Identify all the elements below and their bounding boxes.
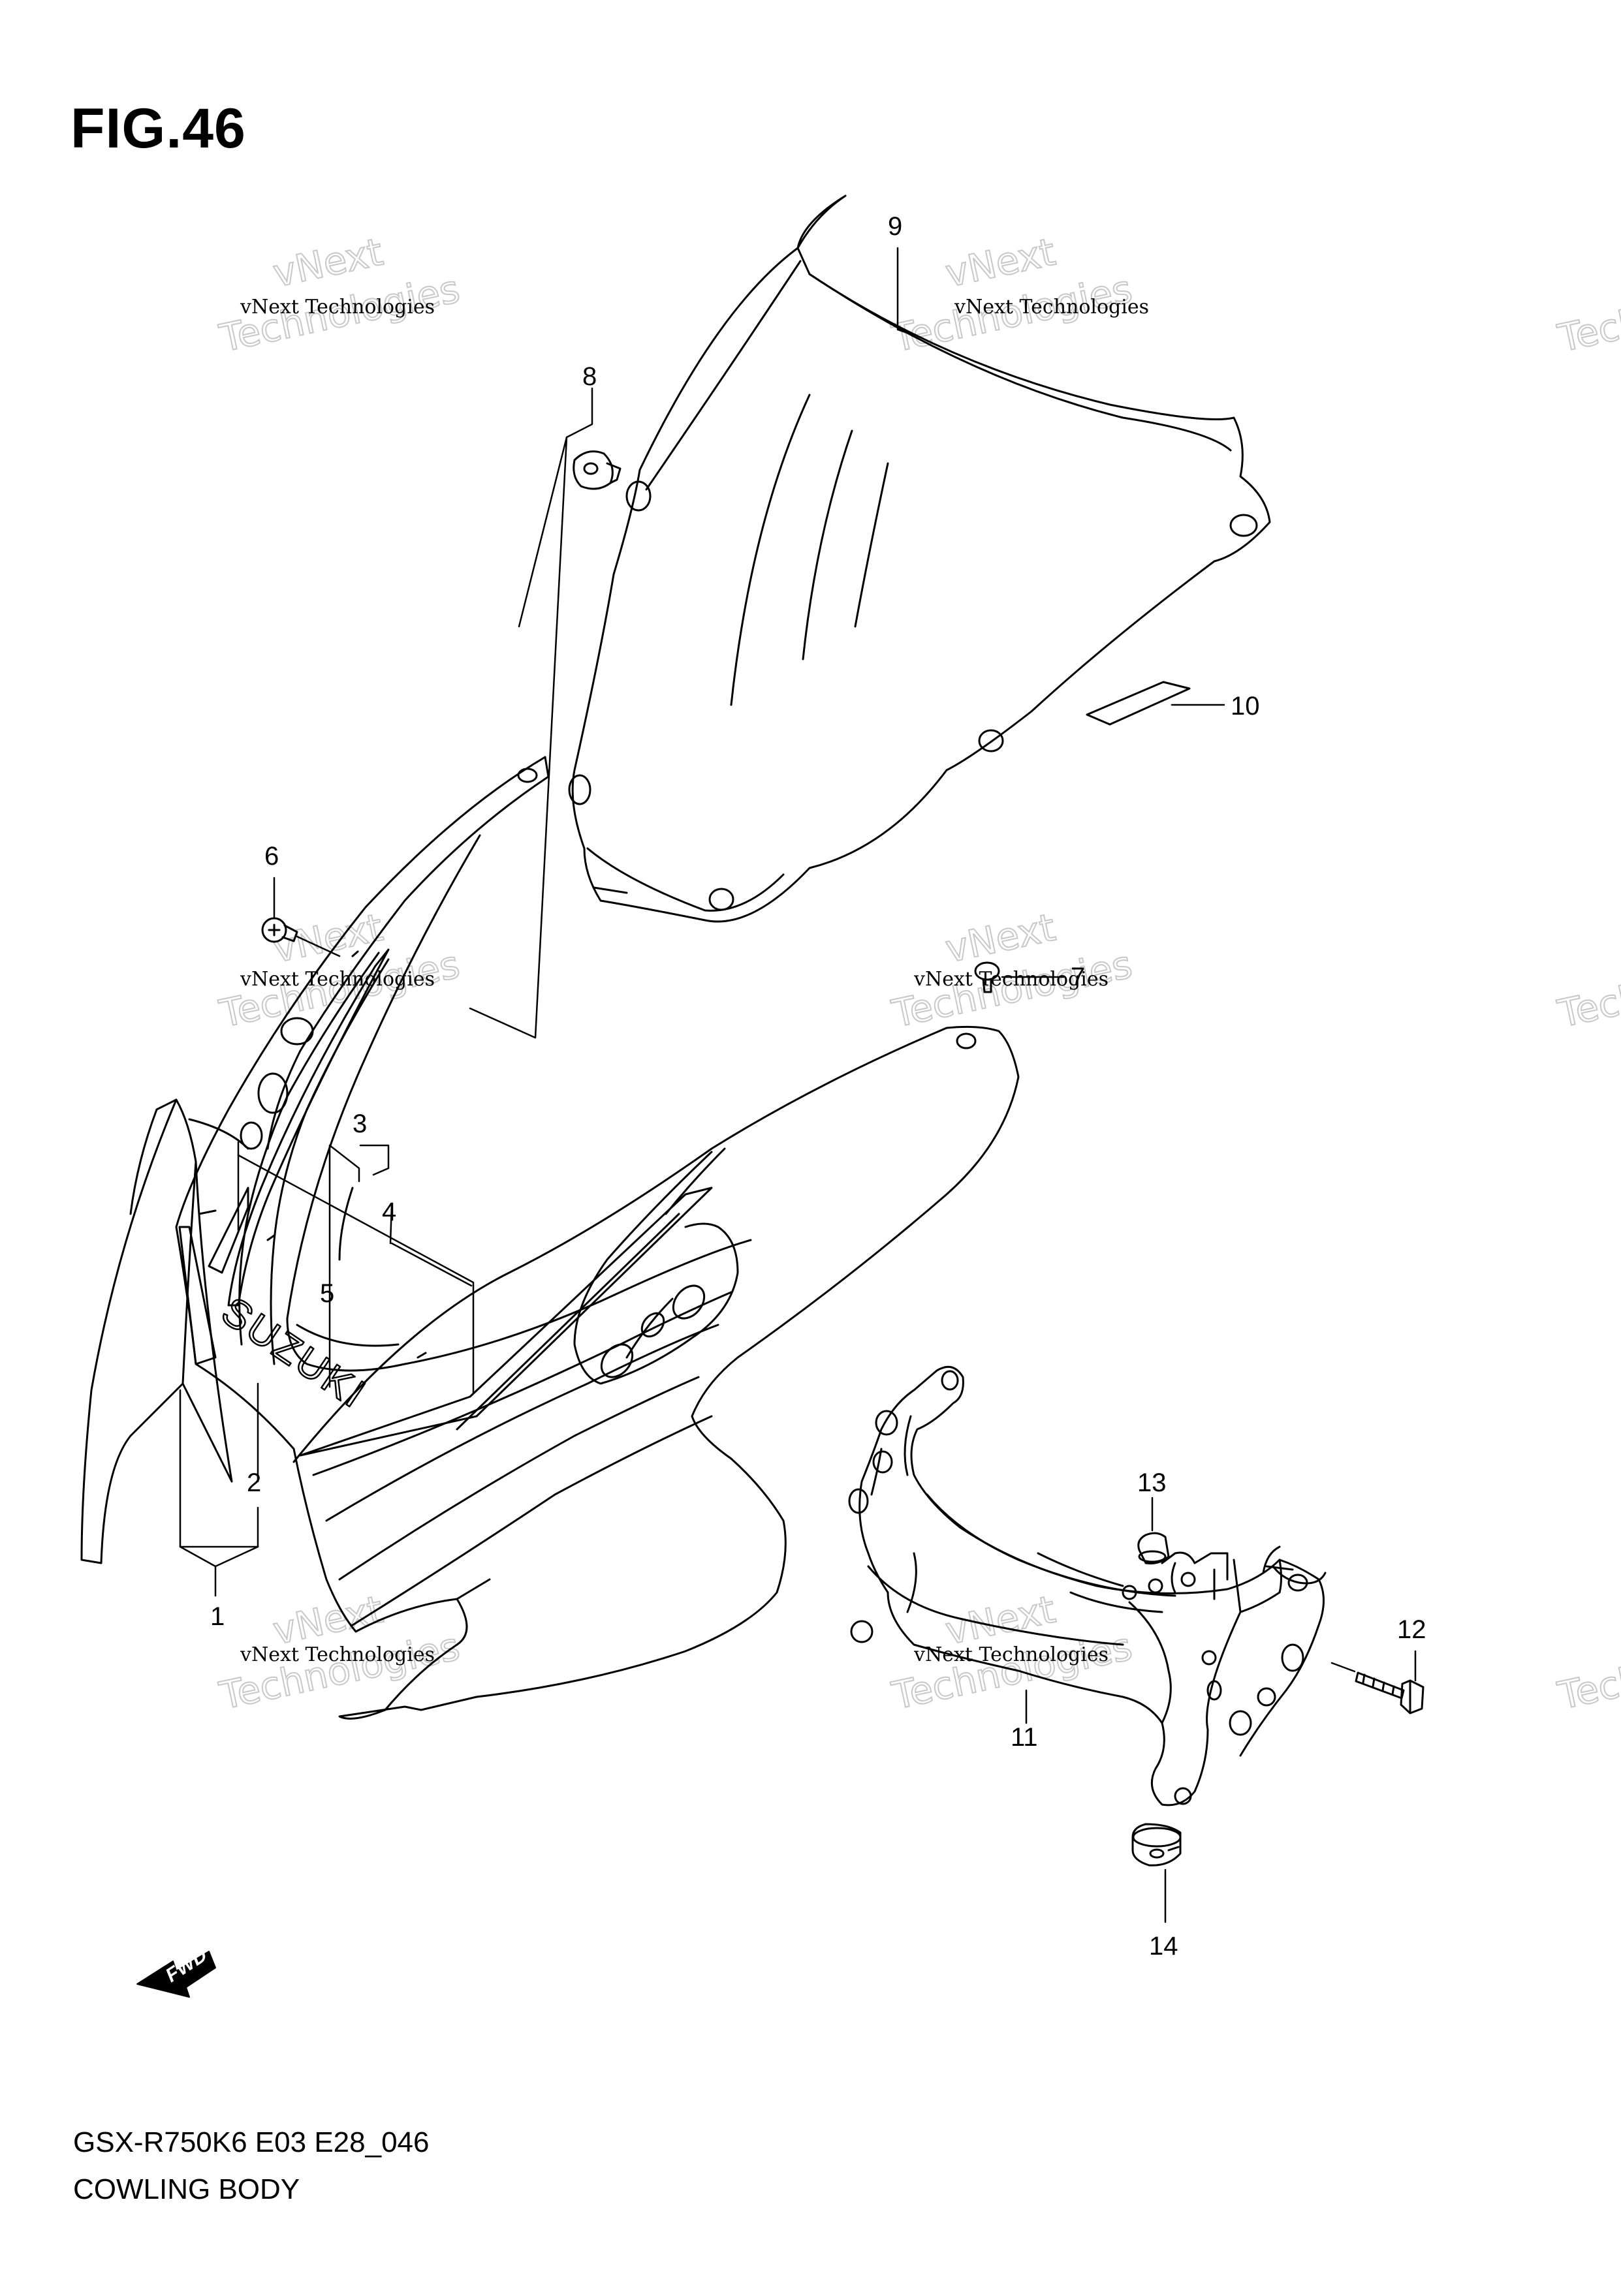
watermark-layer: vNext Technologies vNext Technologies vN… <box>215 229 1621 1719</box>
model-code: GSX-R750K6 E03 E28_046 <box>73 2126 430 2158</box>
callout-14: 14 <box>1149 1932 1178 1961</box>
nut-13-part <box>1137 1532 1170 1564</box>
callout-11: 11 <box>1011 1723 1038 1752</box>
windscreen-part <box>568 194 1271 923</box>
callout-1: 1 <box>210 1602 225 1631</box>
screw-6-part <box>261 917 298 943</box>
callout-6: 6 <box>264 842 279 871</box>
seal-strip-part <box>1086 681 1191 726</box>
cowl-logo-text: SUZUKI <box>213 1288 375 1418</box>
watermark-text: vNext Technologies <box>240 1643 435 1666</box>
callout-4: 4 <box>382 1198 396 1226</box>
screw-8-part <box>573 450 622 490</box>
callout-2: 2 <box>247 1468 261 1497</box>
screw-7-part <box>974 961 1000 993</box>
leader-lines <box>179 247 1417 1923</box>
watermark-text: vNext Technologies <box>913 968 1109 991</box>
grommet-14-part <box>1131 1823 1182 1867</box>
watermark-big: Technologies <box>1554 1624 1621 1718</box>
watermark-text: vNext Technologies <box>913 1643 1109 1666</box>
cowling-brace-part <box>848 1365 1327 1807</box>
callout-8: 8 <box>582 362 597 391</box>
callout-9: 9 <box>888 212 902 241</box>
suzuki-logo-decal: SUZUKI <box>213 1288 375 1418</box>
figure-title: FIG.46 <box>71 97 246 160</box>
callout-5: 5 <box>320 1279 334 1308</box>
callout-numbers: 1 2 3 4 5 6 7 8 9 10 11 12 13 14 <box>210 212 1426 1961</box>
callout-7: 7 <box>1071 963 1085 991</box>
upper-cowling-part <box>80 756 1020 1720</box>
callout-3: 3 <box>353 1109 367 1138</box>
section-name: COWLING BODY <box>73 2173 300 2205</box>
watermark-big: Technologies <box>1554 266 1621 360</box>
watermark-text: vNext Technologies <box>240 296 435 318</box>
callout-13: 13 <box>1137 1468 1167 1497</box>
callout-12: 12 <box>1397 1615 1426 1644</box>
callout-10: 10 <box>1231 692 1260 721</box>
bolt-12-part <box>1355 1671 1424 1714</box>
watermark-text: vNext Technologies <box>954 296 1149 318</box>
watermark-big: Technologies <box>1554 942 1621 1036</box>
fwd-direction-badge <box>136 1951 216 1998</box>
